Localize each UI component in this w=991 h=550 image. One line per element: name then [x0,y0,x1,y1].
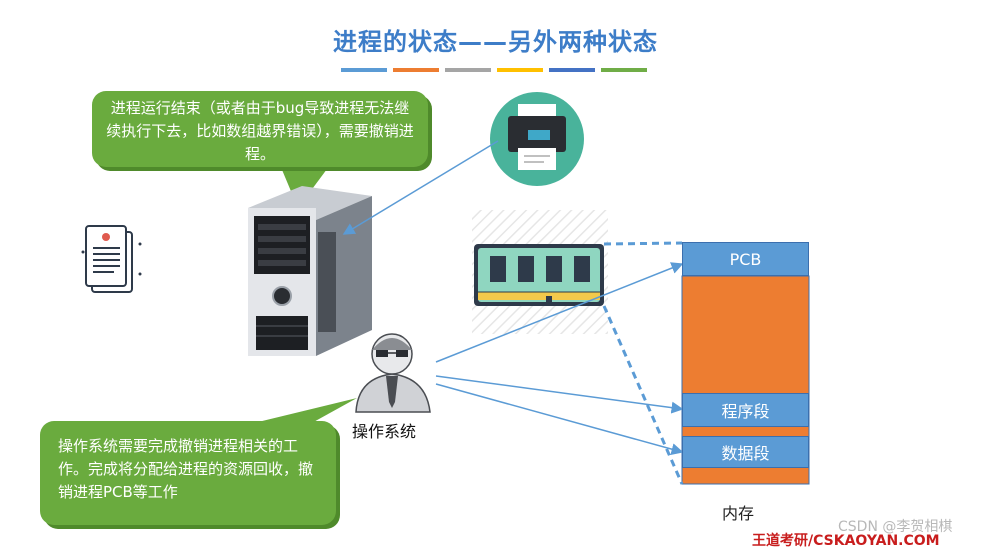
memory-program-segment-label: 程序段 [721,402,770,421]
memory-label: 内存 [722,504,755,523]
zoom-line-bottom [602,305,684,485]
underline-bar-6 [601,68,647,72]
bottom-callout-tail [250,398,357,424]
memory-border [681,275,810,485]
bottom-callout: 操作系统需要完成撤销进程相关的工作。完成将分配给进程的资源回收，撤销进程PCB等… [40,421,336,525]
underline-bar-2 [393,68,439,72]
underline-bar-1 [341,68,387,72]
server-tower-icon [248,186,372,356]
csdn-watermark: CSDN @李贺相棋 [838,519,953,535]
zoom-line-top [603,241,683,246]
underline-bar-4 [497,68,543,72]
underline-bar-3 [445,68,491,72]
underline-bar-5 [549,68,595,72]
slide-title: 进程的状态——另外两种状态 [333,28,658,56]
arrow-os-to-program-segment [435,375,684,414]
title-underline [341,68,647,72]
arrow-os-to-pcb [435,262,684,363]
ram-module-icon [474,244,604,306]
arrow-os-to-data-segment [435,383,684,455]
memory-pcb-label: PCB [729,249,762,269]
printer-icon [490,92,584,186]
memory-program-segment-block: 程序段 [682,393,809,427]
os-label: 操作系统 [352,422,417,441]
brand-watermark: 王道考研/CSKAOYAN.COM [752,533,940,549]
top-callout: 进程运行结束（或者由于bug导致进程无法继续执行下去，比如数组越界错误），需要撤… [92,91,428,167]
arrow-printer-to-server [342,140,499,235]
document-icon [81,225,142,293]
os-person-icon [355,333,431,413]
bottom-callout-text: 操作系统需要完成撤销进程相关的工作。完成将分配给进程的资源回收，撤销进程PCB等… [58,437,314,501]
memory-pcb-block: PCB [682,242,809,276]
top-callout-text: 进程运行结束（或者由于bug导致进程无法继续执行下去，比如数组越界错误），需要撤… [106,99,414,163]
memory-data-segment-block: 数据段 [682,436,809,468]
memory-data-segment-label: 数据段 [721,444,770,463]
